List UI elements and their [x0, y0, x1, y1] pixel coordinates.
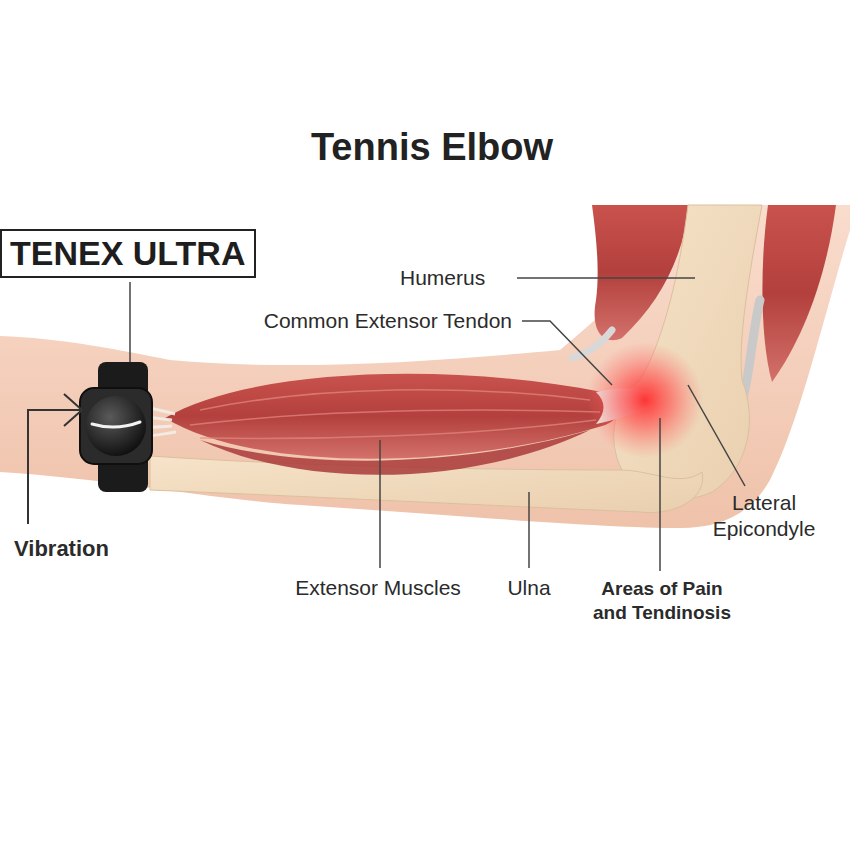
leader-lines — [130, 278, 745, 571]
stimulus-label: Vibration — [14, 535, 109, 563]
pain-glow — [587, 342, 703, 458]
vibration-arrow — [28, 410, 80, 524]
arm-skin — [0, 205, 850, 528]
part-label: Lateral Epicondyle — [694, 490, 834, 543]
leader-line — [129, 282, 131, 362]
device-name-box: TENEX ULTRA — [0, 229, 256, 278]
device-highlight — [92, 422, 140, 427]
muscle-striations — [190, 390, 600, 439]
leader-line — [379, 440, 381, 568]
upper-arm-muscle — [762, 205, 836, 382]
leader-line — [528, 492, 530, 568]
leader-line — [522, 321, 612, 385]
part-label: Extensor Muscles — [295, 575, 461, 601]
extensor-muscle — [200, 430, 590, 475]
device-name: TENEX ULTRA — [10, 233, 246, 274]
diagram-title: Tennis Elbow — [311, 124, 553, 172]
pain-label: Areas of Pain and Tendinosis — [585, 577, 740, 625]
part-label: Ulna — [507, 575, 550, 601]
leader-line — [517, 277, 695, 279]
tendon — [572, 330, 612, 358]
vibration-arrowhead — [64, 394, 82, 426]
leader-line — [659, 418, 661, 571]
device-ball — [86, 396, 146, 456]
leader-line — [688, 385, 745, 486]
part-label: Humerus — [400, 265, 485, 291]
device-face — [80, 388, 152, 464]
part-label: Common Extensor Tendon — [264, 308, 512, 334]
